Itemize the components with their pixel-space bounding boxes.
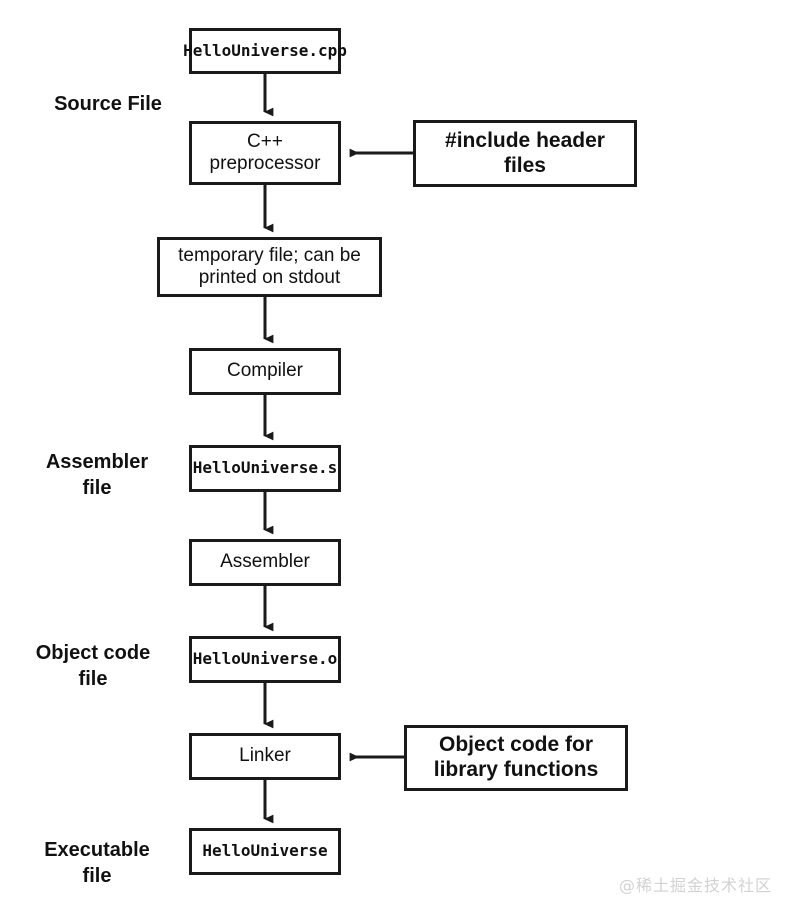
node-label-cpp-preprocessor: C++ preprocessor (209, 130, 321, 174)
stage-label-assembler-file: Assembler file (45, 451, 149, 499)
node-include-header-files[interactable]: #include header files (413, 120, 637, 187)
node-label-assembler: Assembler (220, 551, 310, 573)
node-temporary-file[interactable]: temporary file; can be printed on stdout (157, 237, 382, 297)
node-compiler[interactable]: Compiler (189, 348, 341, 395)
node-assembler[interactable]: Assembler (189, 539, 341, 586)
node-object-code-library[interactable]: Object code for library functions (404, 725, 628, 791)
node-label-hellouniverse-s: HelloUniverse.s (192, 458, 338, 478)
node-label-include-header-files: #include header files (445, 128, 605, 177)
node-cpp-preprocessor[interactable]: C++ preprocessor (189, 121, 341, 185)
node-label-compiler: Compiler (226, 360, 304, 382)
node-hellouniverse-cpp[interactable]: HelloUniverse.cpp (183, 28, 347, 74)
stage-label-object-code-file: Object code file (35, 642, 151, 690)
node-hellouniverse-s[interactable]: HelloUniverse.s (189, 445, 341, 492)
node-hellouniverse[interactable]: HelloUniverse (189, 828, 341, 875)
node-label-object-code-library: Object code for library functions (433, 733, 599, 781)
node-label-temporary-file: temporary file; can be printed on stdout (178, 244, 361, 288)
node-label-linker: Linker (239, 745, 291, 767)
node-label-hellouniverse: HelloUniverse (202, 841, 328, 861)
stage-label-executable-file: Executable file (44, 839, 150, 887)
node-label-hellouniverse-o: HelloUniverse.o (192, 649, 338, 669)
node-label-hellouniverse-cpp: HelloUniverse.cpp (183, 40, 347, 60)
watermark: @稀土掘金技术社区 (618, 876, 772, 895)
node-hellouniverse-o[interactable]: HelloUniverse.o (189, 636, 341, 683)
node-linker[interactable]: Linker (189, 733, 341, 780)
stage-label-source-file: Source File (54, 93, 162, 115)
